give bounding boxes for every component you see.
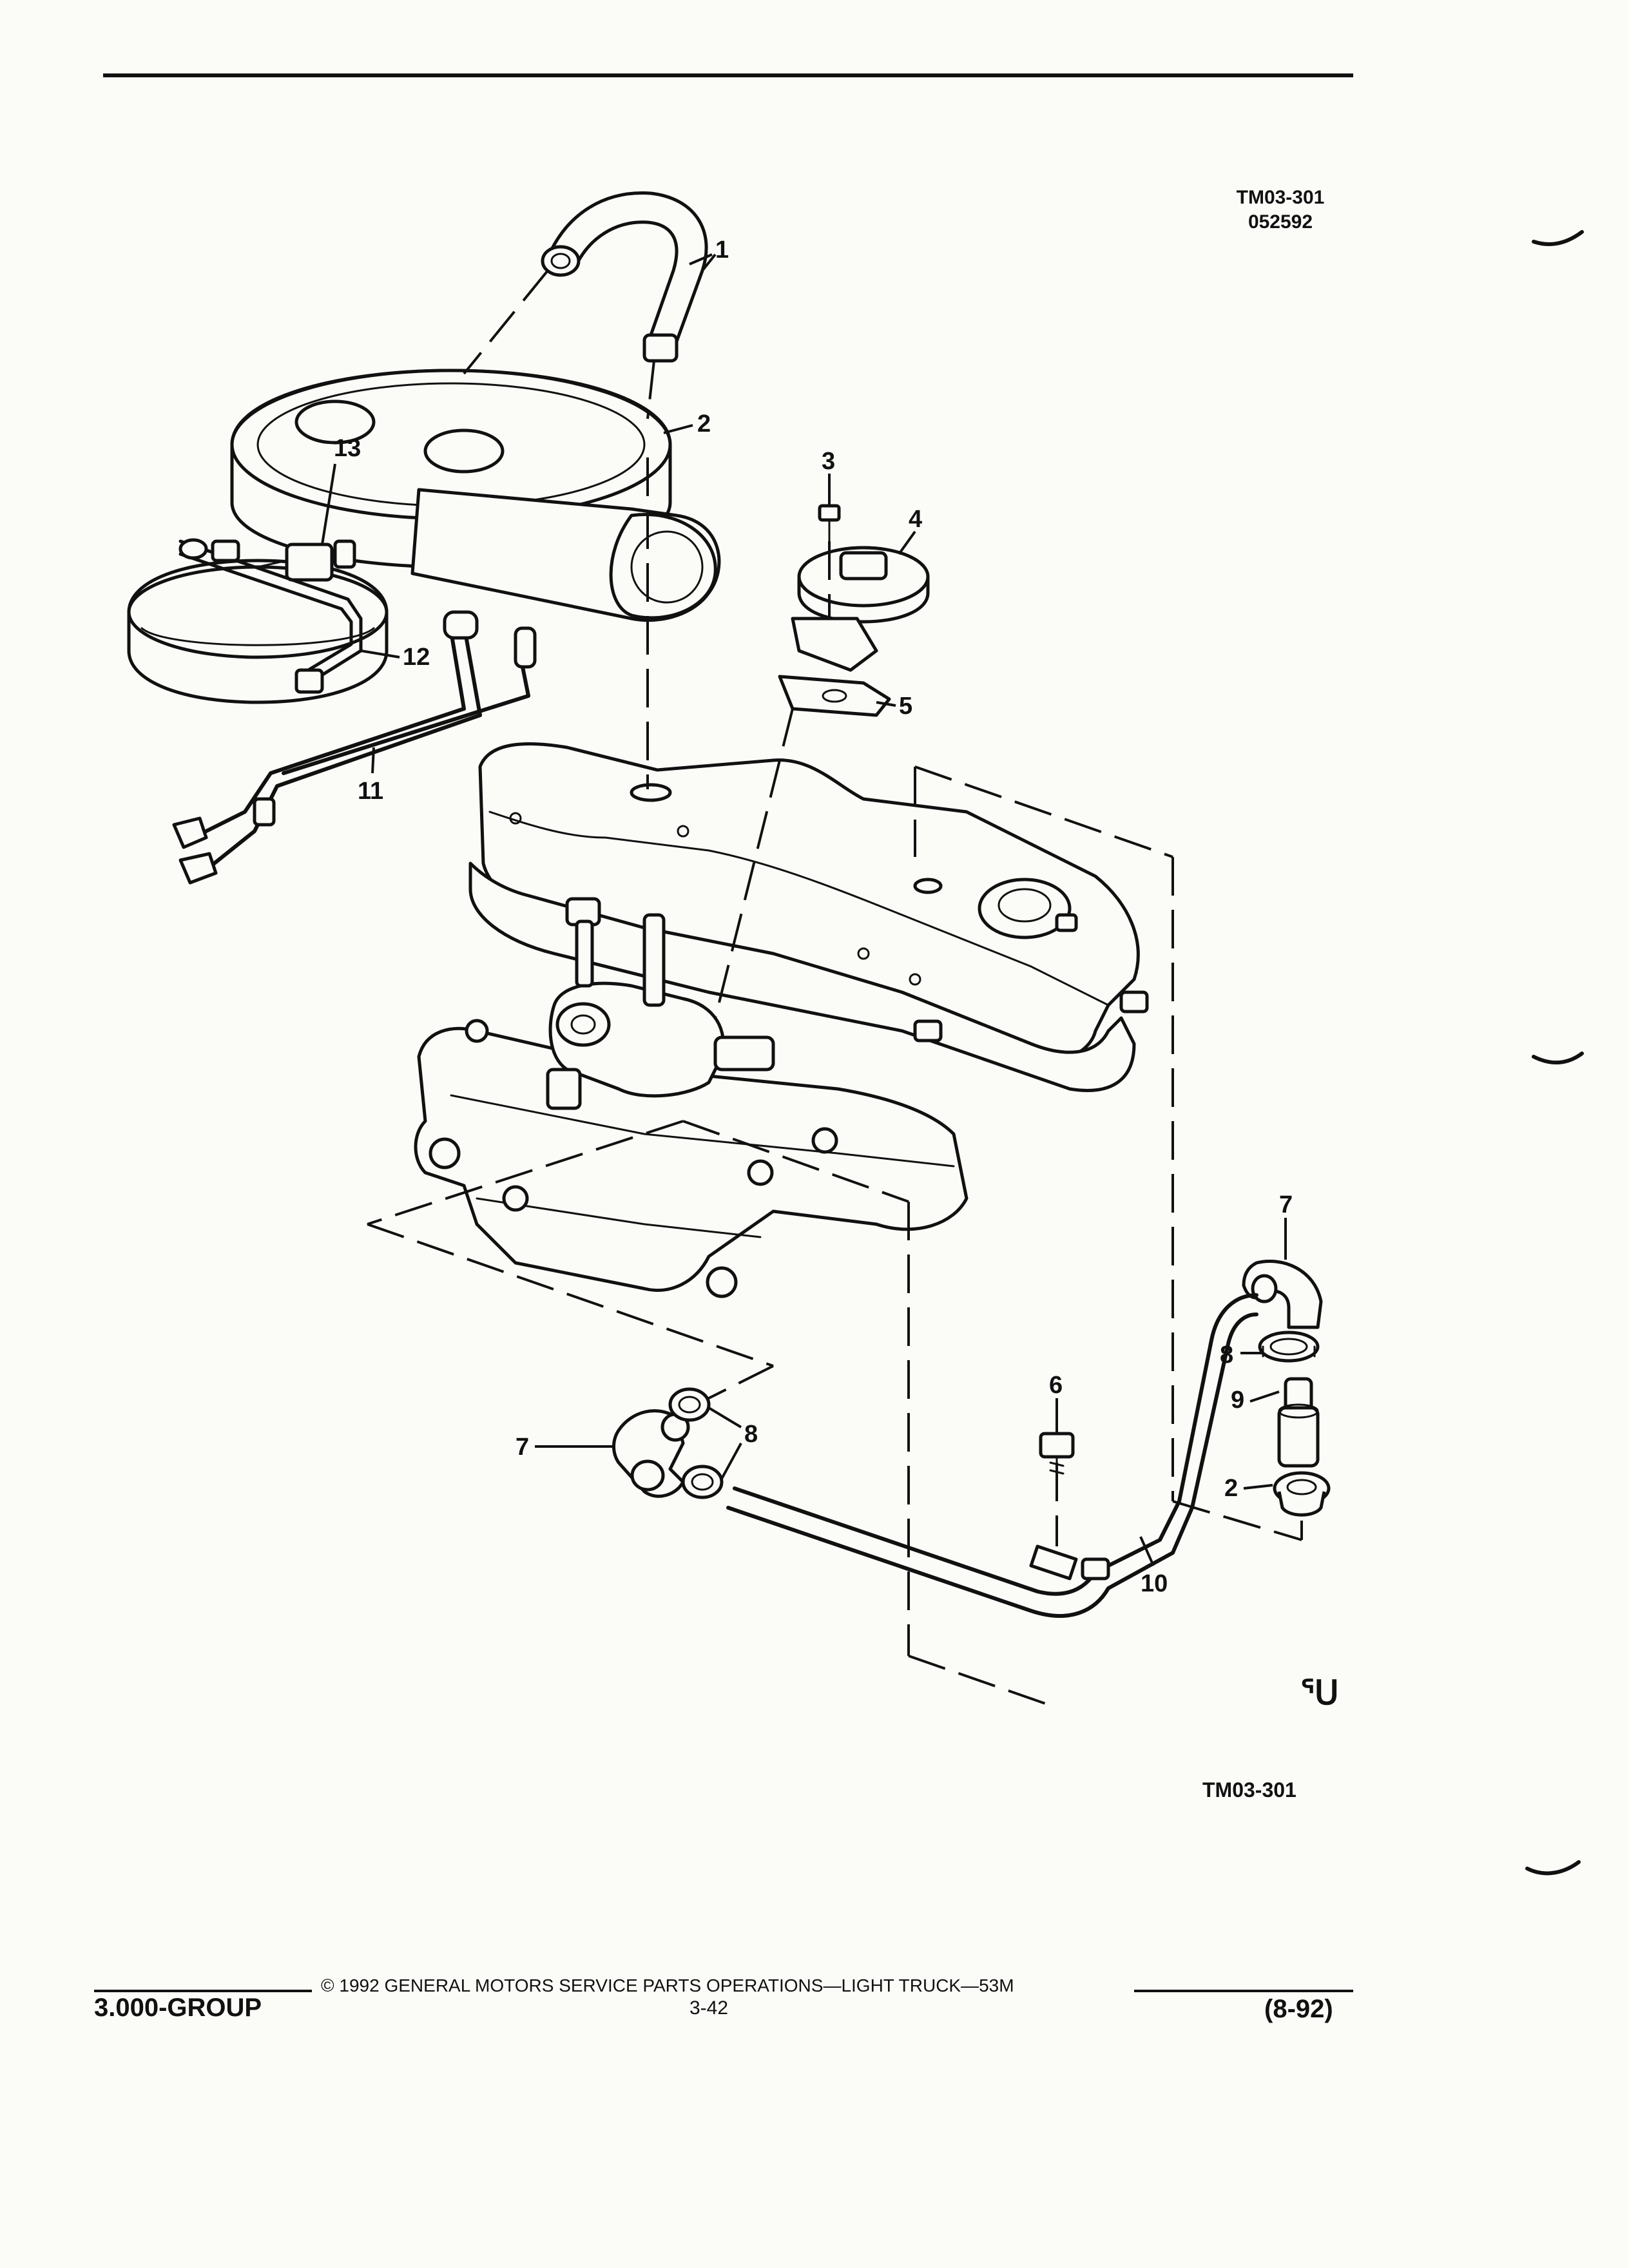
- part-12-vacuum-line: [178, 538, 363, 694]
- footer-copyright: © 1992 GENERAL MOTORS SERVICE PARTS OPER…: [321, 1975, 1014, 1995]
- footer-page-number: 3-42: [689, 1997, 729, 2019]
- callout-2-lower: 2: [1224, 1475, 1238, 1502]
- part-4-egr-valve: [791, 546, 930, 672]
- assembly-guide-lines: [367, 269, 1303, 1706]
- footer-rule-right: [1134, 1990, 1353, 1992]
- callout-6: 6: [1049, 1372, 1063, 1399]
- callout-8-left: 8: [744, 1421, 758, 1448]
- callout-1: 1: [715, 236, 729, 264]
- part-7-elbow-right: [1242, 1260, 1323, 1329]
- callout-10: 10: [1141, 1570, 1168, 1597]
- corner-symbol: ᕐᑌ: [1300, 1675, 1339, 1712]
- part-1-hose: [541, 191, 708, 363]
- callout-5: 5: [899, 693, 912, 720]
- figure-code-bottom: TM03-301: [1202, 1778, 1296, 1802]
- engine-block: [468, 742, 1149, 1092]
- callout-7-left: 7: [516, 1434, 529, 1461]
- callout-11: 11: [358, 778, 383, 805]
- header-rule: [103, 73, 1353, 77]
- callout-7-right: 7: [1279, 1191, 1293, 1218]
- part-7-elbow-left: [612, 1409, 690, 1498]
- part-5-gasket: [778, 675, 891, 717]
- callout-2-upper: 2: [697, 410, 711, 437]
- callout-12: 12: [403, 644, 430, 671]
- callout-leaders: [321, 253, 1287, 1566]
- callout-9: 9: [1231, 1387, 1244, 1414]
- figure-code: TM03-301: [1236, 187, 1325, 208]
- callout-4: 4: [909, 506, 922, 533]
- part-8-clamps-left: [668, 1387, 724, 1499]
- part-13-sensor: [256, 539, 356, 582]
- callout-labels: 1 2 3 4 5 12 11 13 6 7 8 9 2 10 7 8: [334, 236, 1293, 1597]
- part-6-bolt: [1039, 1432, 1075, 1483]
- margin-marks: [1525, 230, 1584, 1876]
- part-2-grommet-lower: [1273, 1471, 1331, 1517]
- part-9-pcv-valve: [1277, 1377, 1320, 1468]
- throttle-body: [546, 913, 775, 1110]
- callout-8-right: 8: [1220, 1341, 1233, 1369]
- figure-date-code: 052592: [1248, 211, 1313, 233]
- part-10-pcv-tube: [726, 1293, 1258, 1618]
- figure-code-block: TM03-301 052592: [1232, 186, 1329, 235]
- footer-date: (8-92): [1264, 1995, 1333, 2023]
- part-3-bolt: [818, 504, 841, 543]
- footer-group: 3.000-GROUP: [94, 1994, 262, 2022]
- callout-3: 3: [822, 448, 835, 475]
- part-8-clamp-right: [1258, 1331, 1320, 1363]
- footer-rule-left: [94, 1990, 312, 1992]
- callout-13: 13: [334, 435, 361, 462]
- part-11-vacuum-tubes: [172, 610, 537, 885]
